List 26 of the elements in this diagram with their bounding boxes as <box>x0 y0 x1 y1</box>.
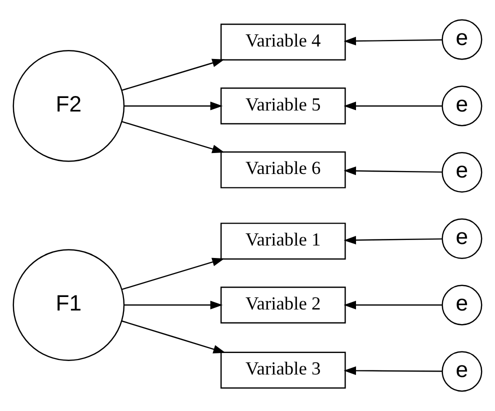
arrow <box>344 36 442 46</box>
node-box: Variable 5 <box>220 88 346 124</box>
node-circle: e <box>442 218 482 259</box>
arrow <box>122 58 224 91</box>
arrow <box>122 121 224 154</box>
node-box: Variable 6 <box>220 151 346 188</box>
node-circle: e <box>442 152 482 193</box>
arrow <box>344 366 442 375</box>
node-circle: F1 <box>12 249 125 361</box>
node-circle: e <box>442 86 482 126</box>
arrow <box>344 236 442 244</box>
arrow <box>122 258 224 290</box>
node-box: Variable 2 <box>220 286 346 324</box>
arrow <box>122 320 226 354</box>
node-box: Variable 1 <box>220 222 346 260</box>
arrow <box>124 300 223 310</box>
arrow <box>344 300 442 310</box>
node-circle: e <box>442 284 482 326</box>
node-circle: F2 <box>12 50 125 162</box>
node-circle: e <box>442 351 482 392</box>
node-box: Variable 3 <box>220 352 346 389</box>
node-circle: e <box>442 19 482 60</box>
arrow <box>124 102 223 110</box>
node-box: Variable 4 <box>220 24 346 60</box>
arrow <box>344 166 442 176</box>
arrow <box>344 102 442 110</box>
